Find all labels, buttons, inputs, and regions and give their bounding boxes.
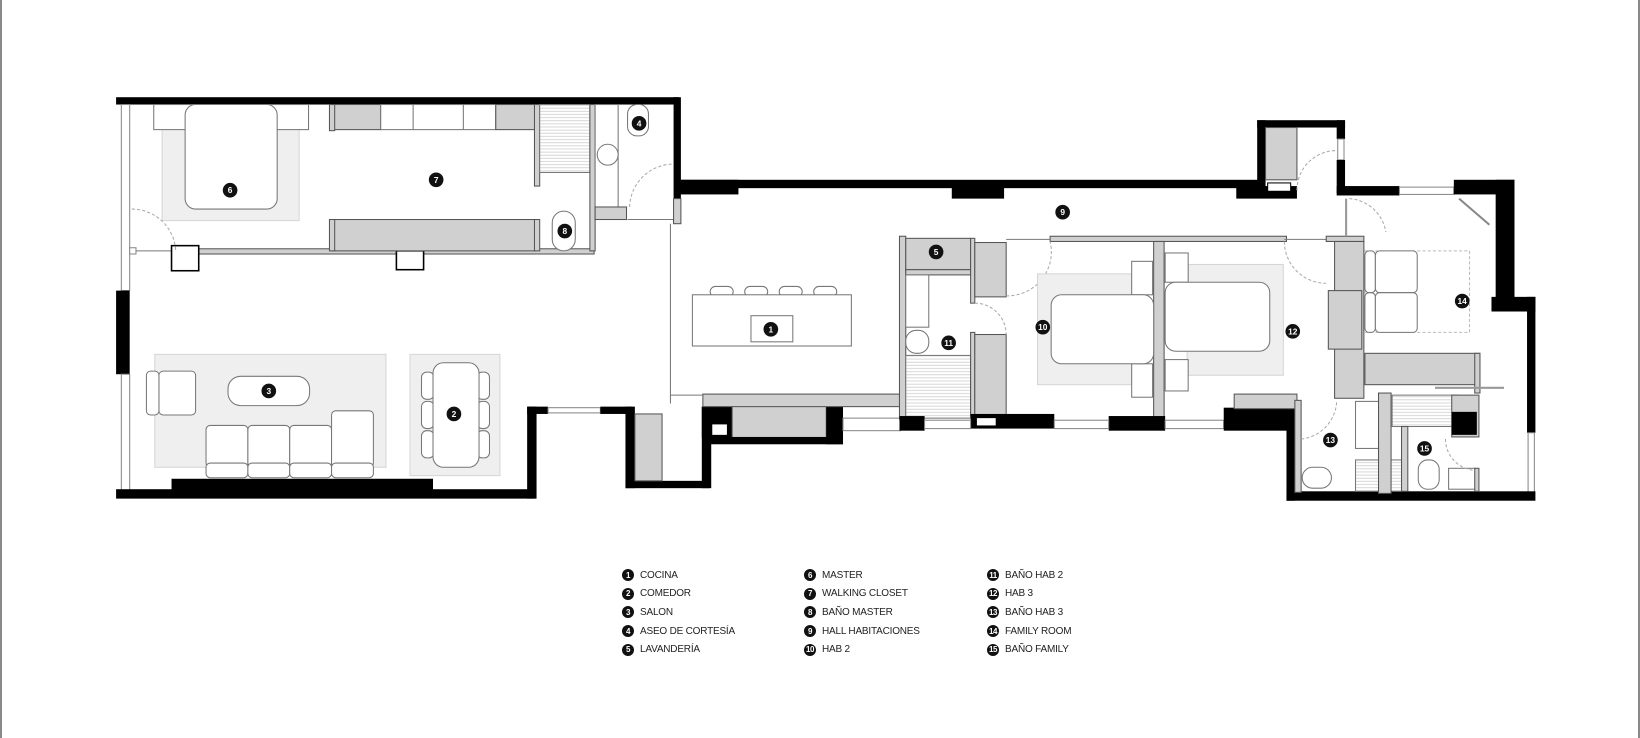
- legend-item-comedor: 2 COMEDOR: [622, 585, 735, 604]
- svg-text:15: 15: [1420, 443, 1430, 453]
- svg-text:13: 13: [1326, 435, 1336, 445]
- number-badge: 4: [622, 625, 634, 638]
- master-suite: [129, 104, 682, 272]
- room-badge-4[interactable]: 4: [631, 116, 647, 131]
- exterior-walls: [116, 97, 902, 499]
- legend-label: BAÑO HAB 3: [1005, 606, 1064, 618]
- svg-text:5: 5: [934, 247, 939, 257]
- number-badge: 9: [804, 625, 816, 638]
- legend-item-bano-hab-2: 11 BAÑO HAB 2: [987, 566, 1071, 585]
- legend-item-bano-family: 15 BAÑO FAMILY: [987, 640, 1071, 659]
- bath-hab2: [898, 235, 1055, 431]
- svg-text:9: 9: [1060, 207, 1065, 217]
- legend-label: ASEO DE CORTESÍA: [640, 625, 735, 637]
- room-badge-8[interactable]: 8: [557, 223, 573, 239]
- room-badge-14[interactable]: 14: [1454, 293, 1470, 309]
- room-badge-15[interactable]: 15: [1417, 441, 1432, 456]
- number-badge: 7: [804, 587, 816, 600]
- legend-label: COCINA: [640, 569, 678, 581]
- kitchen: [669, 223, 852, 404]
- legend-item-bano-master: 8 BAÑO MASTER: [804, 603, 920, 622]
- legend-item-salon: 3 SALON: [622, 603, 735, 622]
- bedrooms: [1006, 235, 1365, 431]
- legend-label: MASTER: [822, 569, 863, 581]
- number-badge: 3: [622, 606, 634, 619]
- room-badge-5[interactable]: 5: [928, 244, 944, 260]
- number-badge: 1: [622, 569, 634, 582]
- legend-item-aseo: 4 ASEO DE CORTESÍA: [622, 622, 735, 641]
- svg-text:4: 4: [637, 118, 642, 128]
- number-badge: 11: [987, 569, 999, 582]
- legend-item-bano-hab-3: 13 BAÑO HAB 3: [987, 603, 1071, 622]
- room-badge-13[interactable]: 13: [1323, 432, 1338, 448]
- family-area: [1294, 198, 1505, 494]
- room-badge-9[interactable]: 9: [1055, 204, 1070, 220]
- hall-walls: [677, 120, 1536, 501]
- legend-label: HAB 2: [822, 644, 850, 656]
- legend-label: SALON: [640, 606, 673, 618]
- room-badge-12[interactable]: 12: [1285, 324, 1301, 339]
- legend-label: HALL HABITACIONES: [822, 625, 920, 637]
- number-badge: 10: [804, 643, 816, 656]
- number-badge: 5: [622, 643, 634, 656]
- room-legend: 1 COCINA 2 COMEDOR 3 SALON 4 ASEO DE CORTESÍ…: [0, 566, 1640, 666]
- svg-text:3: 3: [266, 386, 271, 396]
- legend-label: COMEDOR: [640, 588, 691, 600]
- legend-item-master: 6 MASTER: [804, 566, 920, 585]
- legend-label: BAÑO HAB 2: [1005, 569, 1064, 581]
- svg-text:2: 2: [452, 409, 457, 419]
- legend-item-family-room: 14 FAMILY ROOM: [987, 622, 1072, 641]
- legend-item-hab-3: 12 HAB 3: [987, 585, 1071, 604]
- legend-label: BAÑO MASTER: [822, 606, 893, 618]
- svg-text:8: 8: [562, 226, 567, 236]
- svg-text:11: 11: [944, 338, 953, 348]
- number-badge: 6: [804, 569, 816, 582]
- svg-text:6: 6: [228, 185, 233, 195]
- room-badge-11[interactable]: 11: [941, 335, 956, 351]
- room-badge-3[interactable]: 3: [261, 383, 277, 399]
- legend-item-cocina: 1 COCINA: [622, 566, 735, 585]
- number-badge: 15: [987, 643, 999, 656]
- room-badge-6[interactable]: 6: [222, 182, 238, 198]
- legend-label: FAMILY ROOM: [1005, 625, 1072, 637]
- number-badge: 14: [987, 625, 999, 638]
- svg-text:10: 10: [1038, 322, 1048, 332]
- room-badge-1[interactable]: 1: [763, 321, 779, 337]
- number-badge: 13: [987, 606, 999, 619]
- number-badge: 12: [987, 587, 999, 600]
- room-badge-2[interactable]: 2: [446, 406, 462, 422]
- legend-column-3: 11 BAÑO HAB 2 12 HAB 3 13 BAÑO HAB 3 14 FAMI…: [987, 566, 1072, 659]
- number-badge: 8: [804, 606, 816, 619]
- legend-column-1: 1 COCINA 2 COMEDOR 3 SALON 4 ASEO DE CORTESÍ…: [622, 566, 735, 659]
- legend-item-lavanderia: 5 LAVANDERÍA: [622, 640, 735, 659]
- legend-label: LAVANDERÍA: [640, 644, 700, 656]
- legend-label: WALKING CLOSET: [822, 588, 908, 600]
- room-badge-7[interactable]: 7: [428, 172, 444, 188]
- legend-item-hall: 9 HALL HABITACIONES: [804, 622, 920, 641]
- legend-label: BAÑO FAMILY: [1005, 644, 1069, 656]
- salon-furniture: [145, 353, 501, 479]
- room-badge-10[interactable]: 10: [1035, 319, 1051, 335]
- legend-item-walking-closet: 7 WALKING CLOSET: [804, 585, 920, 604]
- number-badge: 2: [622, 587, 634, 600]
- room-badges: 1 2 3 4 5 6 7 8 9 10 11 12 13 14 15: [222, 116, 1470, 456]
- svg-text:12: 12: [1288, 326, 1298, 336]
- svg-text:14: 14: [1458, 296, 1468, 306]
- legend-item-hab-2: 10 HAB 2: [804, 640, 920, 659]
- legend-label: HAB 3: [1005, 588, 1033, 600]
- svg-text:7: 7: [434, 175, 439, 185]
- svg-text:1: 1: [769, 324, 774, 334]
